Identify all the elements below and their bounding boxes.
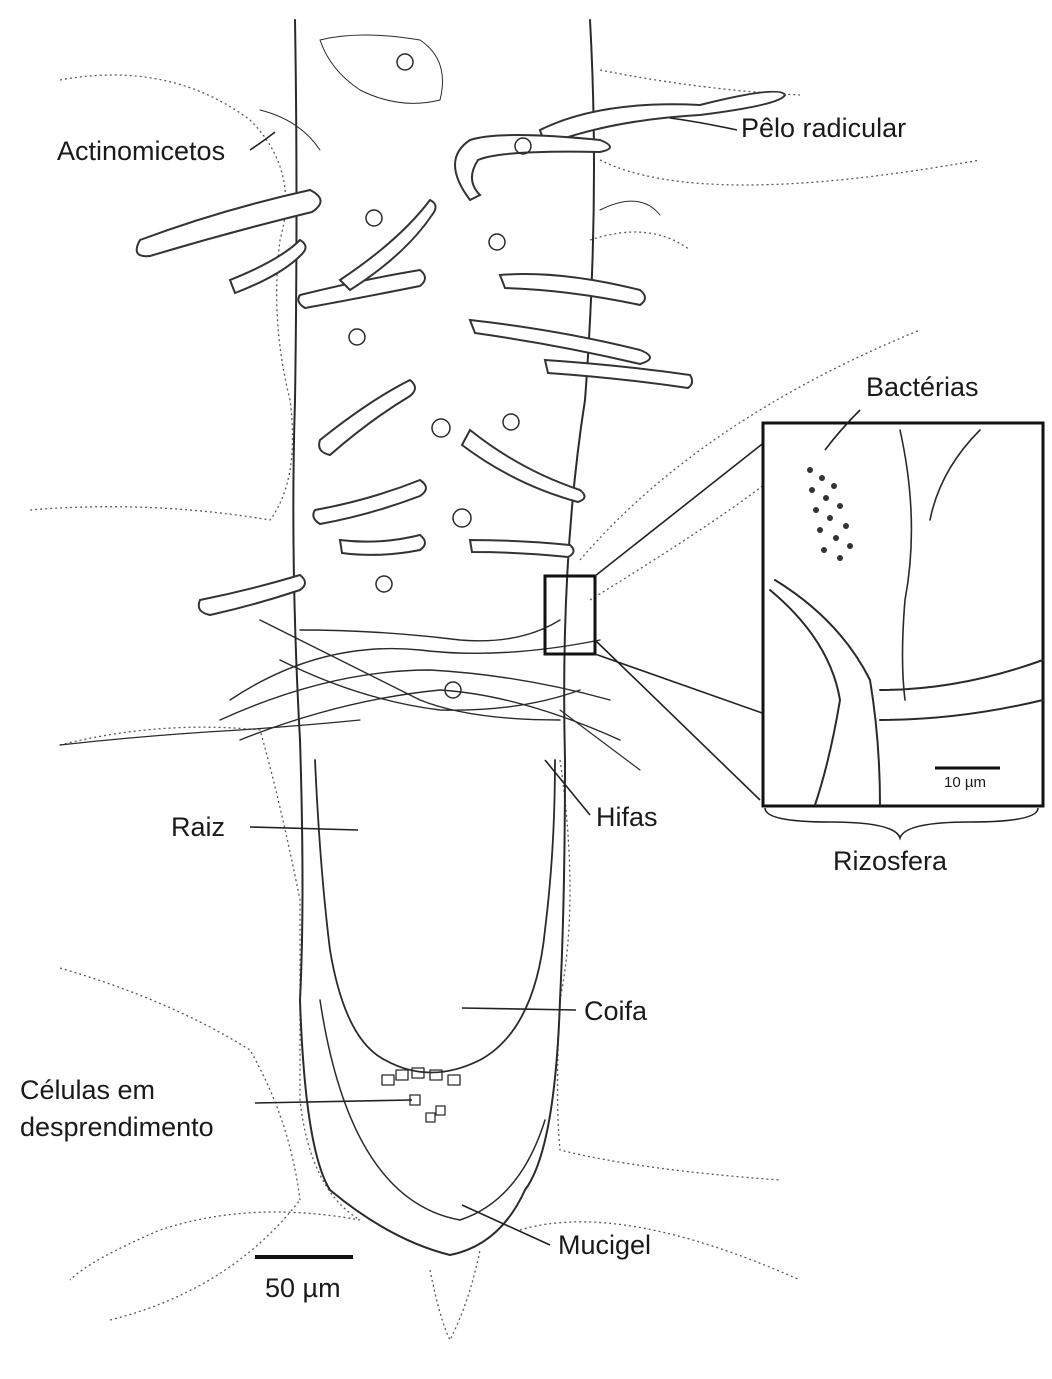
rhizosphere-brace <box>765 808 1038 838</box>
label-celulas-line2: desprendimento <box>20 1112 214 1143</box>
zoom-connector-lines <box>595 430 780 800</box>
hyphae-network <box>60 620 640 770</box>
label-raiz: Raiz <box>171 812 225 843</box>
detaching-cells <box>382 1068 460 1122</box>
inset-panel <box>763 423 1043 806</box>
root-hairs <box>137 92 785 615</box>
label-scale-inset: 10 µm <box>944 774 986 791</box>
label-bacterias: Bactérias <box>866 372 979 403</box>
label-hifas: Hifas <box>596 802 658 833</box>
label-rizosfera: Rizosfera <box>833 846 947 877</box>
label-mucigel: Mucigel <box>558 1230 651 1261</box>
label-coifa: Coifa <box>584 996 647 1027</box>
label-actinomicetos: Actinomicetos <box>57 136 225 167</box>
label-pelo-radicular: Pêlo radicular <box>741 113 906 144</box>
label-celulas-line1: Células em <box>20 1075 155 1106</box>
label-scale-main: 50 µm <box>265 1273 341 1304</box>
